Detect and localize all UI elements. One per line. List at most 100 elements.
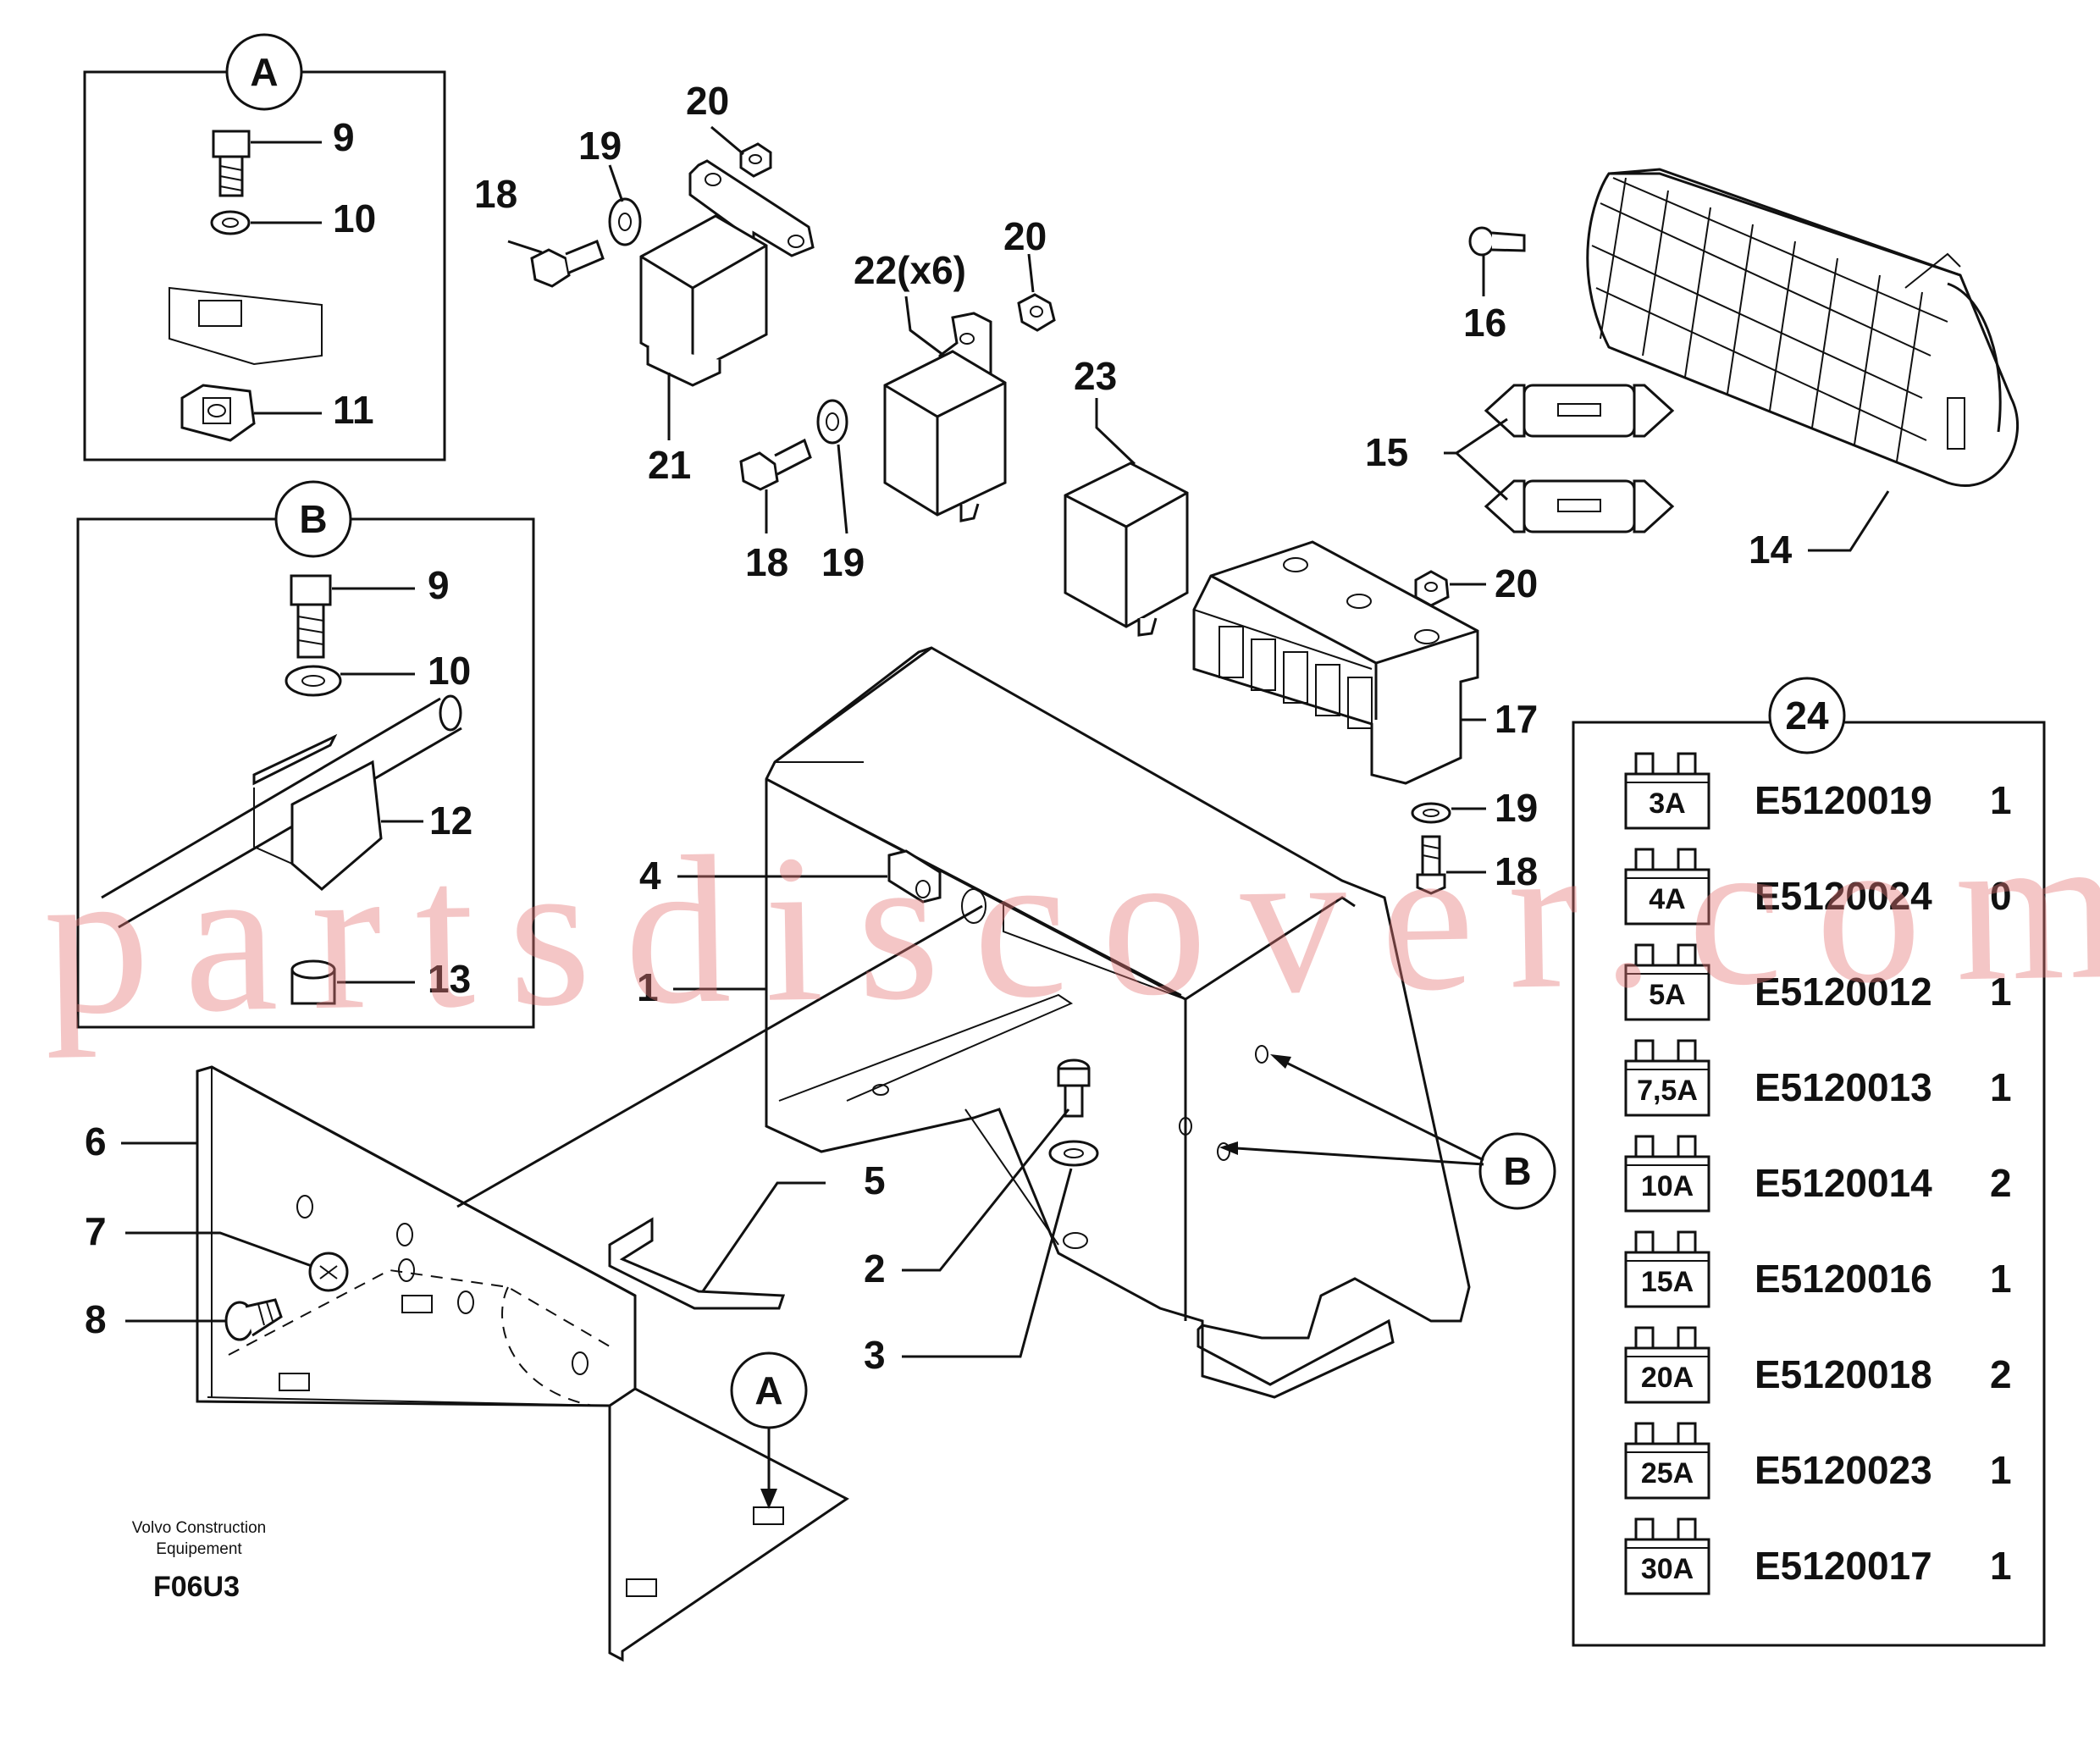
callout-15: 15 [1365,430,1408,474]
fuse-part-number: E5120019 [1755,778,1932,822]
fuse-row: 5A E5120012 1 [1624,943,2012,1021]
fuse-part-number: E5120024 [1755,874,1932,918]
mounting-bracket [196,1065,849,1662]
washer-icon [308,1252,349,1292]
fuse-rating: 30A [1641,1553,1694,1585]
detail-a-ref-letter: A [754,1368,782,1412]
washer-icon [285,665,342,697]
callout-14: 14 [1749,528,1793,572]
fuse-part-number: E5120012 [1755,970,1932,1014]
callout-10-b: 10 [428,649,471,693]
washer-icon [1411,802,1451,824]
callout-3: 3 [864,1333,886,1377]
watermark: partsdiscover.com [41,788,2100,1058]
detail-a-letter: A [250,50,278,94]
washer-icon [1048,1140,1099,1167]
callout-19-c: 19 [1495,786,1538,830]
detail-b-letter: B [299,497,327,541]
panel-fragment [169,286,323,366]
bolt-icon [1416,835,1446,895]
fuse-icon [1624,752,1710,830]
detail-a-frame [83,70,446,461]
fuse-icon [1624,943,1710,1021]
clip-icon [887,849,942,904]
electrical-box-housing [765,646,1471,1399]
callout-7: 7 [85,1209,107,1253]
fuse-rating: 5A [1649,979,1685,1011]
detail-a-circle [225,33,303,111]
detail-b-circle [274,480,352,558]
fuse-part-number: E5120018 [1755,1352,1932,1396]
callout-19-a: 19 [578,124,622,168]
nut-icon [1414,570,1450,607]
fuse-row: 20A E5120018 2 [1624,1326,2012,1404]
bolt-icon [530,240,605,288]
callout-4: 4 [639,854,661,898]
callout-20-b: 20 [1003,214,1047,258]
callout-12-b: 12 [429,799,472,843]
callout-16: 16 [1463,301,1506,345]
detail-b-ref-letter: B [1503,1149,1531,1193]
callout-20-a: 20 [686,79,729,123]
fuse-quantity: 1 [1990,1065,2012,1109]
washer-icon [608,197,642,246]
callout-18-a: 18 [474,172,517,216]
callout-9-a: 9 [333,115,355,159]
bulb-icon [1484,479,1675,533]
screw-icon [1468,226,1526,257]
fuse-rating: 25A [1641,1457,1694,1489]
lamp-icon [1586,168,2020,487]
callout-5: 5 [864,1158,886,1202]
fuse-list-id: 24 [1785,694,1829,738]
fuse-icon [1624,1135,1710,1213]
fuse-icon [1624,1517,1710,1595]
fuse-quantity: 1 [1990,1544,2012,1588]
callout-1: 1 [637,965,659,1009]
seal-icon [608,1217,786,1310]
fuse-quantity: 2 [1990,1161,2012,1205]
fuse-part-number: E5120023 [1755,1448,1932,1492]
bolt-icon [739,438,812,491]
callout-19-b: 19 [821,540,865,584]
brand-line-2: Equipement [156,1540,242,1558]
fuse-quantity: 1 [1990,970,2012,1014]
fuse-icon [1624,1230,1710,1308]
screw-icon [224,1298,283,1341]
fuse-holder-icon [1192,540,1479,785]
nut-icon [1017,293,1056,332]
bolt-icon [290,574,332,659]
relay-icon [883,312,1007,522]
washer-icon [210,210,251,235]
spacer-icon [290,959,336,1005]
callout-8: 8 [85,1297,107,1341]
washer-icon [816,399,848,445]
fuse-quantity: 0 [1990,874,2012,918]
fuse-part-number: E5120013 [1755,1065,1932,1109]
relay-icon [639,159,815,387]
bolt-icon [1057,1058,1091,1118]
fuse-rating: 20A [1641,1362,1694,1394]
fuse-quantity: 1 [1990,778,2012,822]
fuse-row: 30A E5120017 1 [1624,1517,2012,1595]
fuse-part-number: E5120017 [1755,1544,1932,1588]
callout-10-a: 10 [333,196,376,240]
callout-20-c: 20 [1495,561,1538,605]
callout-18-c: 18 [1495,849,1538,893]
callout-6: 6 [85,1119,107,1163]
clip-icon [252,733,383,891]
fuse-rating: 10A [1641,1170,1694,1202]
fuse-rating: 4A [1649,883,1685,915]
fuse-quantity: 2 [1990,1352,2012,1396]
relay-icon [1064,461,1189,637]
fuse-icon [1624,1422,1710,1500]
fuse-icon [1624,1326,1710,1404]
brand-line-1: Volvo Construction [132,1519,266,1537]
